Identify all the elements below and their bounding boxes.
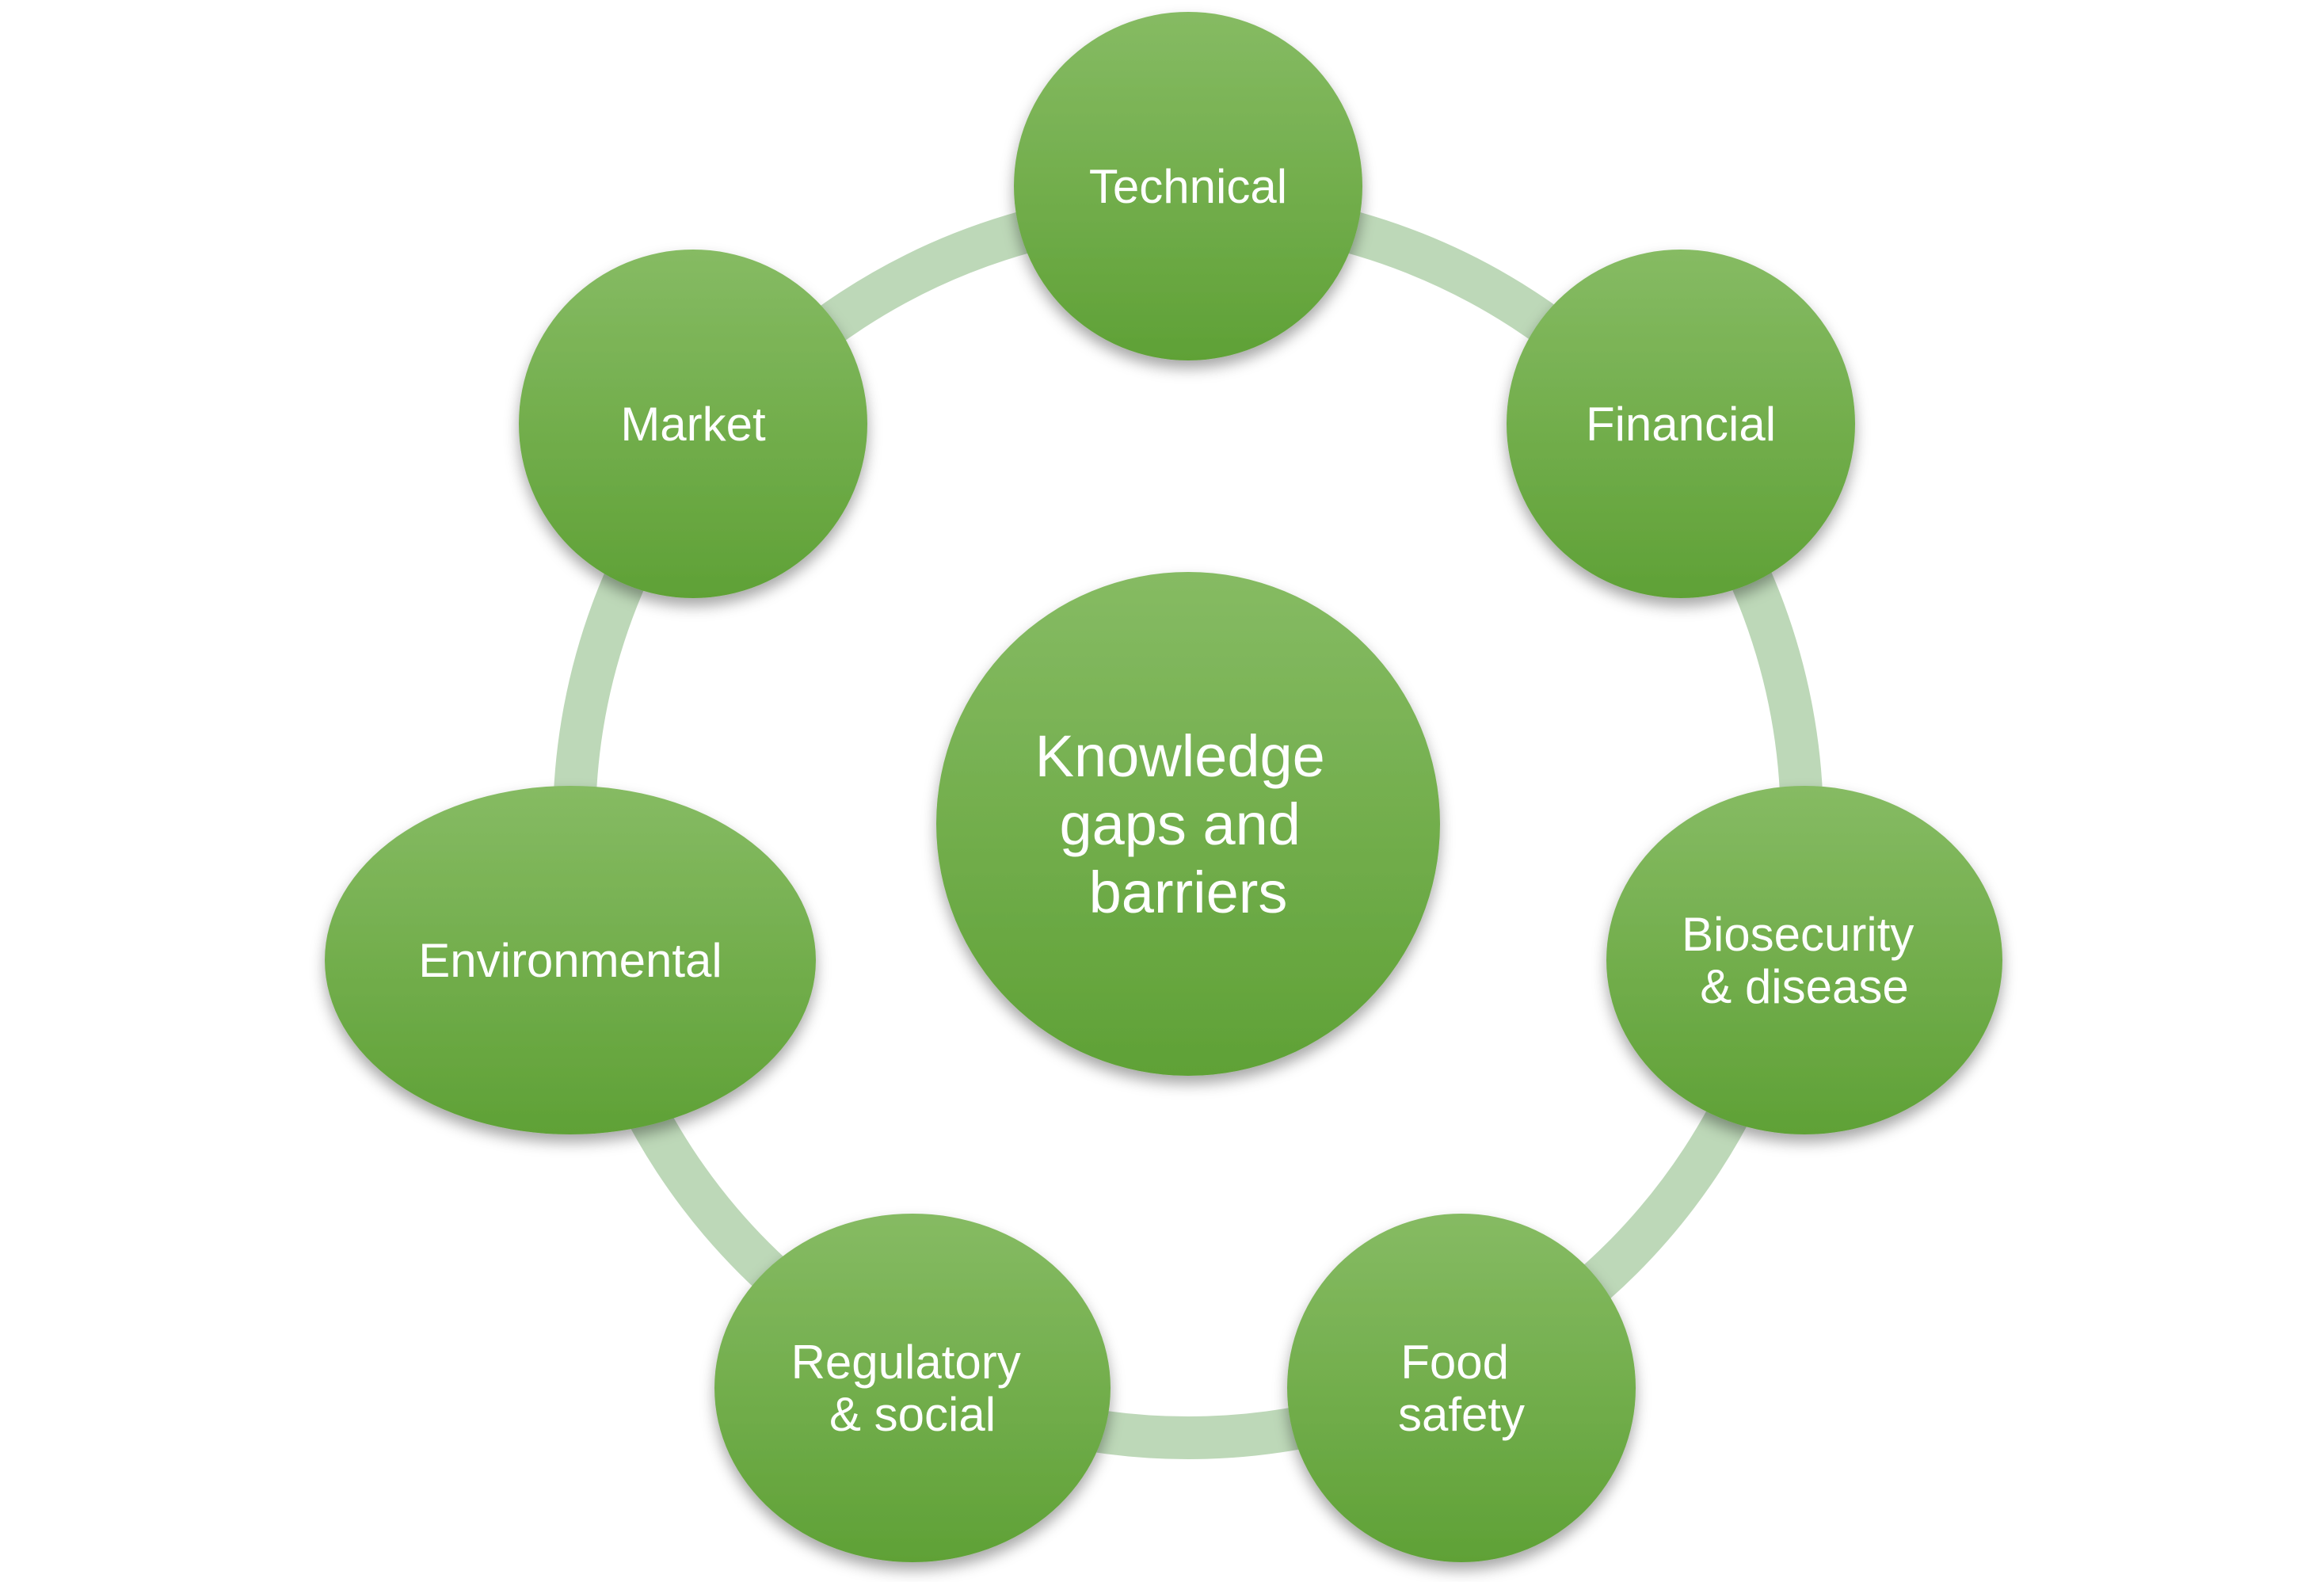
node-regulatory-line-1: Regulatory <box>791 1336 1021 1389</box>
node-regulatory-social: Regulatory & social <box>714 1214 1111 1562</box>
node-technical-shape <box>1014 12 1362 360</box>
node-environmental-line-1: Environmental <box>418 934 722 987</box>
node-environmental-shape <box>325 786 816 1134</box>
node-financial-label: Financial <box>1586 398 1776 451</box>
node-food-safety: Food safety <box>1287 1214 1636 1562</box>
node-financial-line-1: Financial <box>1586 398 1776 451</box>
node-biosecurity-line-2: & disease <box>1700 960 1909 1013</box>
node-biosecurity-label: Biosecurity & disease <box>1682 908 1927 1013</box>
node-biosecurity-disease: Biosecurity & disease <box>1606 786 2002 1134</box>
node-biosecurity-shape <box>1606 786 2002 1134</box>
node-market-shape <box>519 250 867 598</box>
node-environmental-label: Environmental <box>418 934 722 987</box>
node-financial: Financial <box>1507 250 1855 598</box>
center-node-label: Knowledge gaps and barriers <box>1035 723 1342 925</box>
center-label-line-2: gaps and <box>1059 791 1301 857</box>
node-food-safety-label: Food safety <box>1398 1336 1525 1441</box>
center-label-line-3: barriers <box>1089 860 1288 925</box>
node-market: Market <box>519 250 867 598</box>
node-environmental: Environmental <box>325 786 816 1134</box>
node-technical: Technical <box>1014 12 1362 360</box>
node-market-line-1: Market <box>620 398 766 451</box>
node-regulatory-line-2: & social <box>829 1388 996 1441</box>
node-food-safety-shape <box>1287 1214 1636 1562</box>
node-regulatory-shape <box>714 1214 1111 1562</box>
center-node-shape <box>936 572 1440 1076</box>
node-market-label: Market <box>620 398 766 451</box>
node-technical-line-1: Technical <box>1089 160 1287 213</box>
node-food-safety-line-2: safety <box>1398 1388 1525 1441</box>
center-label-line-1: Knowledge <box>1035 723 1325 789</box>
node-regulatory-label: Regulatory & social <box>791 1336 1034 1441</box>
center-node-knowledge-gaps: Knowledge gaps and barriers <box>936 572 1440 1076</box>
node-food-safety-line-1: Food <box>1400 1336 1509 1389</box>
node-technical-label: Technical <box>1089 160 1287 213</box>
node-financial-shape <box>1507 250 1855 598</box>
node-biosecurity-line-1: Biosecurity <box>1682 908 1914 961</box>
